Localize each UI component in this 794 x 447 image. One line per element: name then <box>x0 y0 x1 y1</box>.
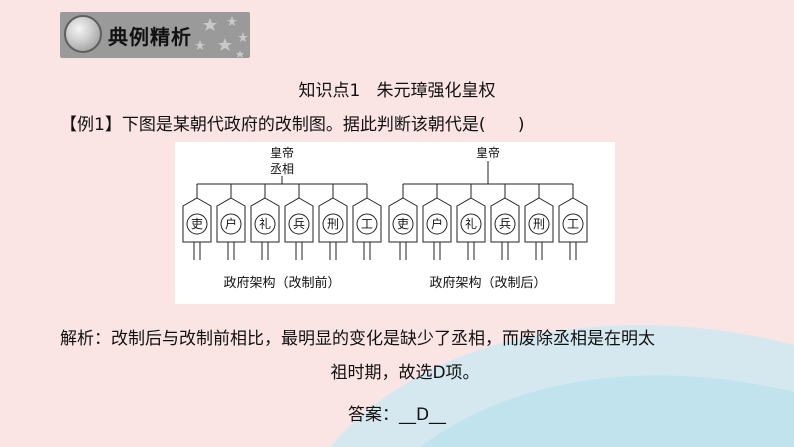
before-ministry-5-label: 工 <box>361 217 373 231</box>
after-ministry-circle <box>392 213 414 235</box>
before-ministry-circle <box>186 213 208 235</box>
before-ministry-circle <box>254 213 276 235</box>
after-ministry-2-label: 礼 <box>465 216 477 231</box>
after-ministry-1-label: 户 <box>431 216 443 231</box>
before-chancellor-label: 丞相 <box>270 162 294 176</box>
analysis-line-2: 祖时期，故选D项。 <box>330 363 480 383</box>
answer-value: __D__ <box>398 405 447 425</box>
after-ministry-circle <box>426 213 448 235</box>
after-ministry-circle <box>494 213 516 235</box>
after-ministry-0-label: 吏 <box>397 216 409 231</box>
analysis-line-1: 解析：改制后与改制前相比，最明显的变化是缺少了丞相，而废除丞相是在明太 <box>60 329 655 349</box>
answer: 答案：__D__ <box>0 400 794 425</box>
star-decoration-icon <box>195 16 248 58</box>
section-badge: 典例精析 <box>60 12 250 58</box>
before-ministry-0-label: 吏 <box>191 216 203 231</box>
after-ministry-4-label: 刑 <box>533 217 545 231</box>
before-ministry-2-label: 礼 <box>259 216 271 231</box>
before-ministry-circle <box>356 213 378 235</box>
before-ministry-circle <box>288 213 310 235</box>
section-title: 典例精析 <box>108 25 192 49</box>
analysis: 解析：改制后与改制前相比，最明显的变化是缺少了丞相，而废除丞相是在明太祖时期，故… <box>60 322 750 390</box>
example-question-text: 下图是某朝代政府的改制图。据此判断该朝代是( ) <box>121 115 525 135</box>
before-caption: 政府架构（改制前） <box>223 275 340 291</box>
after-ministry-circle <box>528 213 550 235</box>
after-caption: 政府架构（改制后） <box>429 276 546 291</box>
before-ministry-3-label: 兵 <box>293 217 305 231</box>
after-ministry-circle <box>460 213 482 235</box>
after-emperor-label: 皇帝 <box>476 145 500 160</box>
before-ministry-circle <box>220 213 242 235</box>
answer-label: 答案： <box>347 405 399 425</box>
before-emperor-label: 皇帝 <box>270 145 294 160</box>
after-ministry-3-label: 兵 <box>499 217 511 231</box>
after-ministry-circle <box>562 213 584 235</box>
knowledge-point-heading: 知识点1 朱元璋强化皇权 <box>298 81 496 101</box>
example-question: 【例1】下图是某朝代政府的改制图。据此判断该朝代是( ) <box>60 110 525 135</box>
after-ministry-5-label: 工 <box>567 217 579 231</box>
before-ministry-circle <box>322 213 344 235</box>
before-ministry-1-label: 户 <box>225 216 237 231</box>
badge-circle-icon <box>64 15 102 53</box>
example-label: 【例1】 <box>60 115 122 135</box>
before-ministry-4-label: 刑 <box>327 217 339 231</box>
government-structure-diagram: 皇帝丞相吏 户 礼 兵 刑 工政府架构（改制前） 皇帝吏 户 礼 兵 刑 工政府架构（改制后） <box>175 142 615 304</box>
